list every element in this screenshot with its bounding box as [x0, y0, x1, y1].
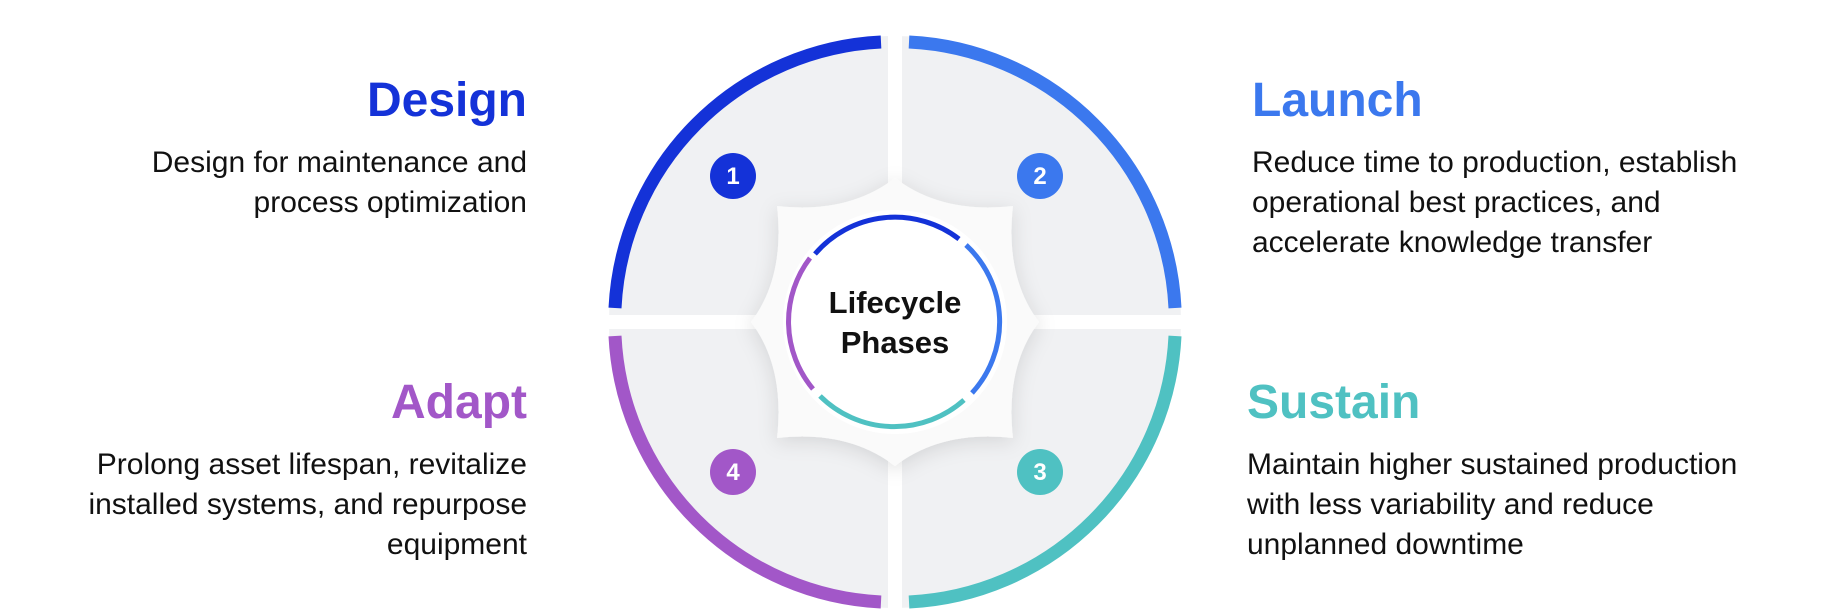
badge-design: 1	[710, 153, 756, 199]
phase-description-design: Design for maintenance and process optim…	[151, 146, 527, 219]
badge-number-sustain: 3	[1033, 459, 1046, 486]
inner-arc-launch	[964, 243, 1003, 395]
outer-arc-sustain	[908, 335, 1182, 609]
outer-arc-launch	[908, 35, 1182, 309]
inner-arc-design	[813, 214, 961, 256]
phase-description-sustain: Maintain higher sustained production wit…	[1247, 448, 1738, 561]
center-label-line2: Phases	[841, 325, 950, 360]
phase-description-launch: Reduce time to production, establish ope…	[1252, 146, 1738, 259]
badge-adapt: 4	[710, 449, 756, 495]
center-hub	[751, 178, 1039, 466]
phase-title-sustain: Sustain	[1247, 376, 1421, 429]
center-circle	[783, 210, 1007, 434]
outer-arc-design	[608, 35, 882, 309]
phase-sustain: Sustain Maintain higher sustained produc…	[1247, 375, 1767, 565]
phase-title-adapt: Adapt	[391, 376, 527, 429]
inner-arc-sustain	[818, 394, 966, 430]
phase-description-adapt: Prolong asset lifespan, revitalize insta…	[88, 448, 527, 561]
inner-arc-adapt	[786, 256, 815, 391]
badge-number-adapt: 4	[726, 459, 740, 486]
phase-launch: Launch Reduce time to production, establ…	[1252, 73, 1772, 263]
badge-launch: 2	[1017, 153, 1063, 199]
phase-adapt: Adapt Prolong asset lifespan, revitalize…	[0, 375, 527, 565]
phase-title-launch: Launch	[1252, 74, 1423, 127]
outer-arc-adapt	[608, 335, 882, 609]
phase-design: Design Design for maintenance and proces…	[0, 73, 527, 223]
phase-title-design: Design	[366, 74, 527, 127]
badge-sustain: 3	[1017, 449, 1063, 495]
center-label-line1: Lifecycle	[829, 285, 962, 320]
badge-number-launch: 2	[1033, 163, 1046, 190]
badge-number-design: 1	[726, 163, 739, 190]
